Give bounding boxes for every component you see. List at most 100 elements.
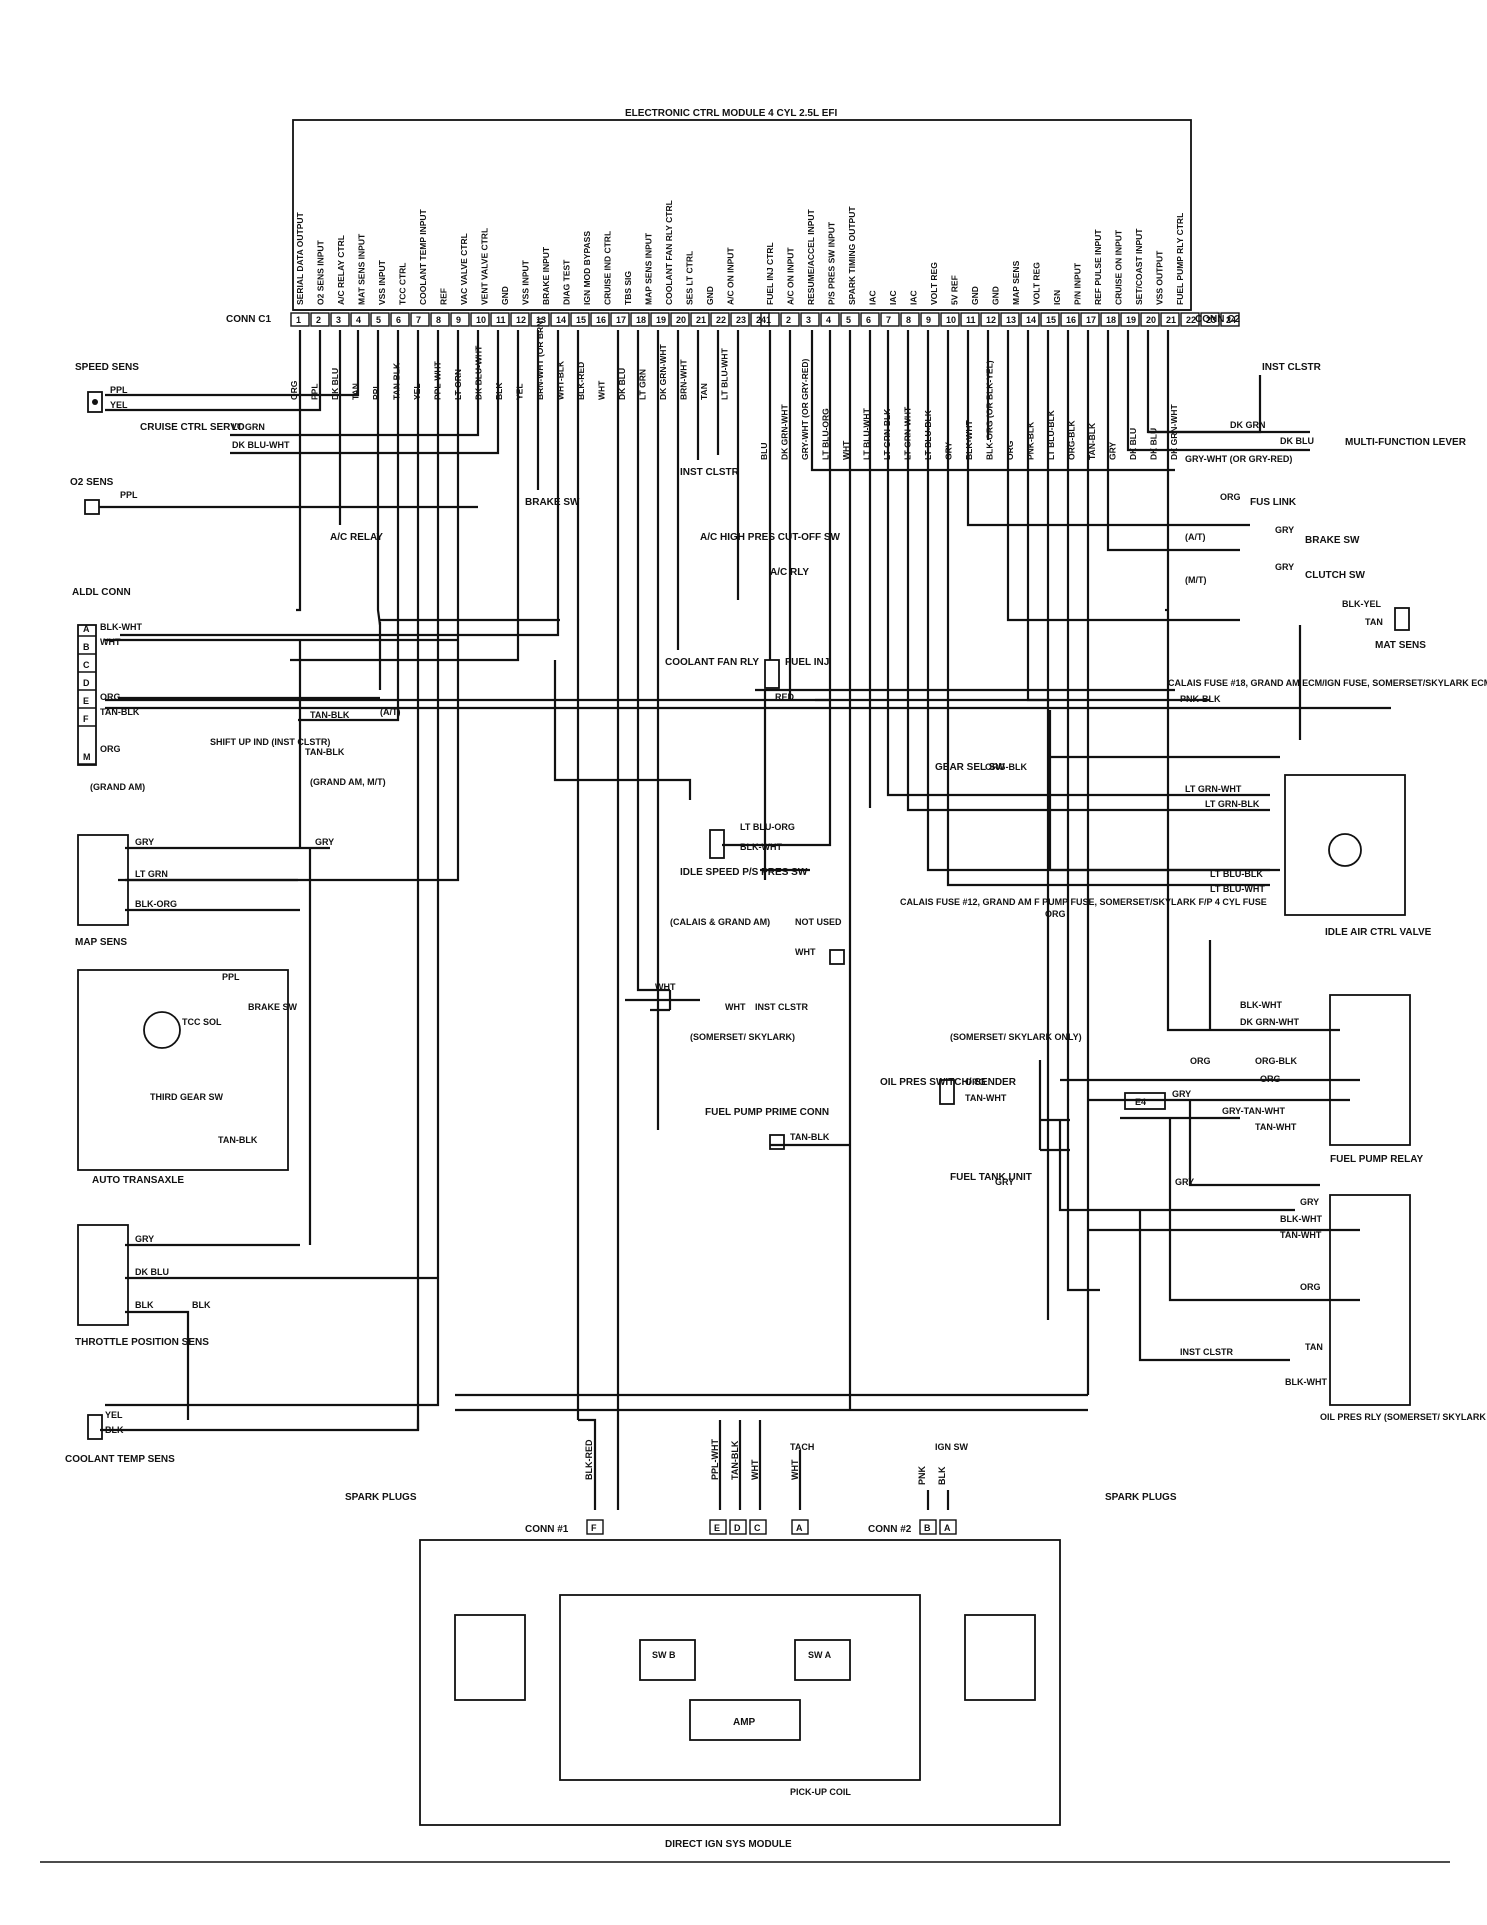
- pin-wire-color-label: LT BLU-WHT: [862, 407, 872, 460]
- c2-pin-label: 15: [1046, 315, 1056, 325]
- pin-wire-color-label: WHT-BLK: [556, 360, 566, 400]
- conn2-pin-box: [939, 1519, 957, 1535]
- wire-label-blk-wht-5: BLK-WHT: [1285, 1377, 1327, 1387]
- brake-sw-right-label: BRAKE SW: [1305, 535, 1360, 546]
- wire-label-tan-wht-2: TAN-WHT: [1255, 1122, 1297, 1132]
- pin-function-label: CRUISE IND CTRL: [603, 231, 613, 305]
- pin-function-label: IAC: [909, 290, 919, 305]
- wire-label-gry-3: GRY: [135, 1234, 154, 1244]
- conn1-pin-box: [791, 1519, 809, 1535]
- wire-label-gry-4: GRY: [1275, 525, 1294, 535]
- pin-function-label: VSS INPUT: [377, 259, 387, 305]
- c2-pin-label: 17: [1086, 315, 1096, 325]
- c1-pin-label: 6: [396, 315, 401, 325]
- c2-pin-box: [1180, 312, 1200, 327]
- c1-pin-label: 15: [576, 315, 586, 325]
- wire-label-org-6: ORG: [1260, 1074, 1281, 1084]
- wire-label-wht-6: WHT: [790, 1459, 800, 1480]
- c1-pin-box: [450, 312, 470, 327]
- wire-label-lt-grn-2: LT GRN: [135, 869, 168, 879]
- pin-wire-color-label: LT BLU-BLK: [1046, 409, 1056, 460]
- ecm-title: ELECTRONIC CTRL MODULE 4 CYL 2.5L EFI: [625, 108, 837, 119]
- conn1-pin-box: [709, 1519, 727, 1535]
- conn1-label: CONN #1: [525, 1524, 569, 1535]
- pin-function-label: VSS INPUT: [521, 259, 531, 305]
- idle-air-label: IDLE AIR CTRL VALVE: [1325, 927, 1432, 938]
- c2-pin-box: [1020, 312, 1040, 327]
- coolant-temp-sensor: YEL BLK COOLANT TEMP SENS: [65, 1410, 175, 1465]
- ignition-module: BLK-RED PPL-WHT TAN-BLK WHT WHT TACH PNK…: [345, 1439, 1177, 1850]
- wire-label-lt-grn: LT GRN: [232, 422, 265, 432]
- pin-wire-color-label: BLK-ORG (OR BLK-YEL): [985, 360, 995, 460]
- pin-function-label: SERIAL DATA OUTPUT: [295, 211, 305, 305]
- e4-label: E4: [1135, 1097, 1146, 1107]
- speed-sens-label: SPEED SENS: [75, 362, 139, 373]
- brake-sw-mid-label: BRAKE SW: [525, 497, 580, 508]
- c1-pin-box: [590, 312, 610, 327]
- conn2-pin-label: B: [924, 1523, 931, 1533]
- pin-function-label: SPARK TIMING OUTPUT: [847, 206, 857, 305]
- c1-pin-label: 20: [676, 315, 686, 325]
- wire-label-gry-wht: GRY-WHT (OR GRY-RED): [1185, 454, 1292, 464]
- wire-label-tan-blk-4: TAN-BLK: [218, 1135, 258, 1145]
- wire-label-gry-tan-wht: GRY-TAN-WHT: [1222, 1106, 1285, 1116]
- c2-pin-label: 13: [1006, 315, 1016, 325]
- wire-label-tan-blk-5: TAN-BLK: [790, 1132, 830, 1142]
- pin-function-label: MAT SENS INPUT: [357, 233, 367, 305]
- c2-pin-box: [980, 312, 1000, 327]
- right-components: INST CLSTR DK GRN DK BLU MULTI-FUNCTION …: [880, 362, 1487, 1422]
- c1-pin-label: 2: [316, 315, 321, 325]
- wire-label-org-2: ORG: [100, 744, 121, 754]
- c1-pin-box: [550, 312, 570, 327]
- somerset-skylark-label: (SOMERSET/ SKYLARK): [690, 1032, 795, 1042]
- pin-wire-color-label: TAN-BLK: [1087, 422, 1097, 460]
- wire-label-tan-wht-3: TAN-WHT: [1280, 1230, 1322, 1240]
- wire-label-wht-3: WHT: [655, 982, 676, 992]
- pin-function-label: SET/COAST INPUT: [1134, 228, 1144, 305]
- c1-pin-box: [290, 312, 310, 327]
- map-sensor: GRY GRY LT GRN BLK-ORG MAP SENS: [75, 834, 334, 948]
- wire-label-tan-blk-2: TAN-BLK: [310, 710, 350, 720]
- c2-pin-box: [1000, 312, 1020, 327]
- calais-fuse12-label: CALAIS FUSE #12, GRAND AM F PUMP FUSE, S…: [900, 897, 1267, 907]
- c2-pin-label: 4: [826, 315, 831, 325]
- pin-function-label: A/C ON INPUT: [786, 247, 796, 305]
- cruise-servo: CRUISE CTRL SERVO LT GRN DK BLU-WHT: [140, 422, 290, 450]
- speed-sensor: SPEED SENS PPL YEL: [75, 362, 139, 413]
- pin-wire-color-label: TAN: [351, 383, 361, 400]
- wire-label-dk-blu-2: DK BLU: [1280, 436, 1314, 446]
- c2-pin-box: [820, 312, 840, 327]
- pin-function-label: VOLT REG: [929, 262, 939, 305]
- wire-label-tach: TACH: [790, 1442, 814, 1452]
- c1-pin-box: [710, 312, 730, 327]
- spark-left-label: SPARK PLUGS: [345, 1492, 417, 1503]
- wire-label-wht-4: WHT: [725, 1002, 746, 1012]
- c2-pin-box: [1100, 312, 1120, 327]
- c1-pin-label: 1: [296, 315, 301, 325]
- pin-function-label: A/C ON INPUT: [726, 247, 736, 305]
- wire-label-blk-wht-3: BLK-WHT: [1240, 1000, 1282, 1010]
- fuel-tank-label: FUEL TANK UNIT: [950, 1172, 1032, 1183]
- c2-pin-label: 21: [1166, 315, 1176, 325]
- ecm-module: ELECTRONIC CTRL MODULE 4 CYL 2.5L EFI CO…: [226, 108, 1240, 460]
- oil-pres-label: OIL PRES SWITCH/ SENDER: [880, 1077, 1017, 1088]
- pin-wire-color-label: DK BLU: [617, 368, 627, 400]
- pin-wire-color-label: TAN-BLK: [392, 362, 402, 400]
- wire-label-lt-blu-org: LT BLU-ORG: [740, 822, 795, 832]
- pin-wire-color-label: ORG: [289, 380, 299, 400]
- pin-function-label: VENT VALVE CTRL: [480, 228, 490, 305]
- calais-grand-am-label: (CALAIS & GRAND AM): [670, 917, 770, 927]
- c1-pin-box: [570, 312, 590, 327]
- wire-label-wht-2: WHT: [795, 947, 816, 957]
- wire-label-blk-yel: BLK-YEL: [1342, 599, 1381, 609]
- c1-pin-label: 5: [376, 315, 381, 325]
- wire-label-gry-6: GRY: [1172, 1089, 1191, 1099]
- c1-pin-box: [490, 312, 510, 327]
- mat-sens-label: MAT SENS: [1375, 640, 1426, 651]
- wire-label-ppl-wht: PPL-WHT: [710, 1439, 720, 1480]
- gear-sel-label: GEAR SEL SW: [935, 762, 1005, 773]
- auto-trans-label: AUTO TRANSAXLE: [92, 1175, 184, 1186]
- map-sens-label: MAP SENS: [75, 937, 127, 948]
